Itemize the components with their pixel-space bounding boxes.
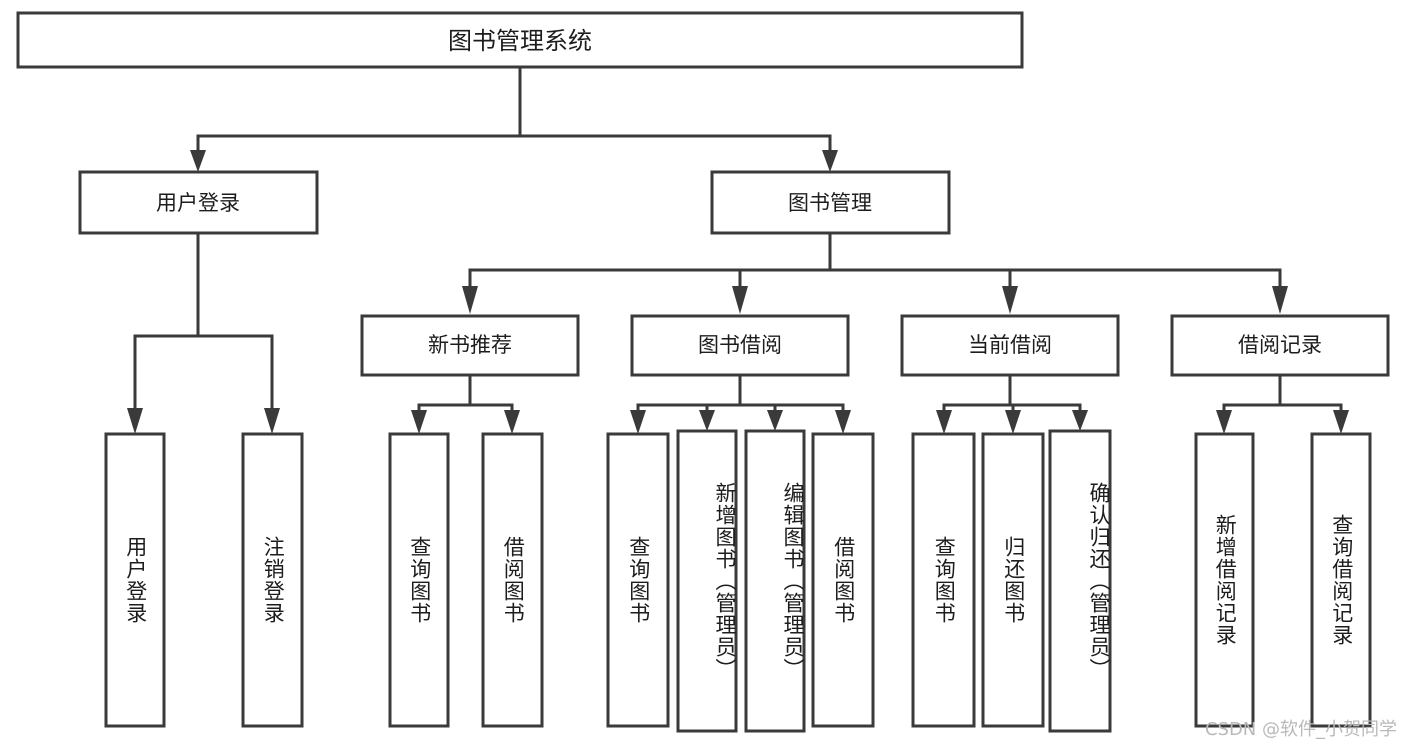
node-root-label: 图书管理系统 [448, 27, 592, 55]
arrow-head-leaf-borrow-book-2 [835, 410, 851, 434]
node-new-book-recommend-box[interactable] [360, 314, 580, 377]
node-new-book-recommend-label: 新书推荐 [428, 333, 512, 357]
node-leaf-query-record-box[interactable] [1310, 432, 1372, 728]
node-borrow-record-label: 借阅记录 [1238, 333, 1322, 357]
node-book-manage-box[interactable] [710, 170, 951, 235]
arrow-head-leaf-query-book-3 [936, 410, 952, 434]
arrow-head-leaf-confirm-return [1072, 410, 1088, 431]
arrow-head-leaf-return-book [1005, 410, 1021, 434]
node-leaf-borrow-book-2-box[interactable] [811, 432, 875, 728]
node-leaf-query-book-3-box[interactable] [911, 432, 976, 728]
arrow-head-leaf-logout-login [264, 408, 280, 434]
arrow-head-leaf-add-record [1216, 410, 1232, 434]
node-user-login-label: 用户登录 [156, 191, 240, 215]
arrow-head-leaf-query-book-1 [411, 410, 427, 434]
arrow-head-leaf-query-record [1333, 410, 1349, 434]
node-box-layer [16, 11, 1390, 733]
arrow-head-leaf-user-login [127, 408, 143, 434]
node-book-borrow-label: 图书借阅 [698, 333, 782, 357]
node-book-borrow-box[interactable] [630, 314, 850, 377]
node-leaf-user-login-box[interactable] [104, 432, 166, 728]
node-user-login-box[interactable] [78, 170, 319, 235]
arrow-head-new-book-recommend [462, 286, 478, 314]
node-leaf-add-book-box[interactable] [676, 429, 738, 733]
node-label-layer: 图书管理系统 用户登录 图书管理 新书推荐 图书借阅 当前借阅 借阅记录 [156, 27, 1322, 357]
node-leaf-query-book-1-box[interactable] [388, 432, 450, 728]
node-leaf-confirm-return-box[interactable] [1048, 429, 1112, 733]
node-leaf-edit-book-box[interactable] [744, 429, 806, 733]
node-current-borrow-box[interactable] [900, 314, 1120, 377]
arrow-head-current-borrow [1002, 286, 1018, 314]
node-current-borrow-label: 当前借阅 [968, 333, 1052, 357]
node-leaf-query-book-2-box[interactable] [606, 432, 670, 728]
arrow-head-leaf-edit-book [767, 410, 783, 431]
arrow-head-leaf-add-book [699, 410, 715, 431]
arrow-head-book-manage [822, 150, 838, 172]
node-leaf-return-book-box[interactable] [981, 432, 1045, 728]
arrow-head-book-borrow [732, 286, 748, 314]
node-borrow-record-box[interactable] [1170, 314, 1390, 377]
arrow-head-leaf-borrow-book-1 [504, 410, 520, 434]
node-leaf-add-record-box[interactable] [1194, 432, 1255, 728]
node-leaf-borrow-book-1-box[interactable] [481, 432, 544, 728]
node-book-manage-label: 图书管理 [788, 191, 872, 215]
arrow-head-user-login [190, 150, 206, 172]
arrow-head-leaf-query-book-2 [630, 410, 646, 434]
node-leaf-logout-login-box[interactable] [241, 432, 304, 728]
csdn-watermark: CSDN @软件_小贺同学 [1204, 719, 1397, 740]
node-root-box[interactable] [16, 11, 1024, 69]
arrow-head-borrow-record [1272, 286, 1288, 314]
connector-layer [127, 65, 1349, 434]
